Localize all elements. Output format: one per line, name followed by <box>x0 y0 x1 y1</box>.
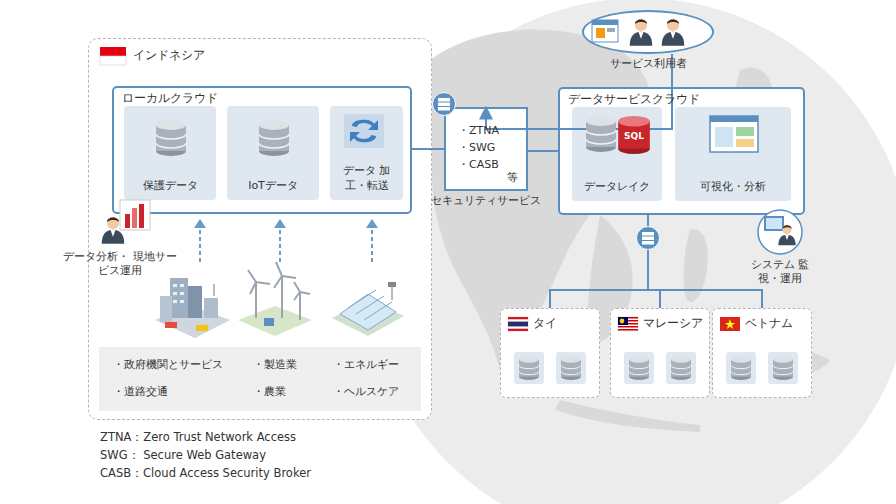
connector <box>412 148 444 150</box>
cloud-heading: データサービスクラウド <box>568 92 700 107</box>
industry-item: ・農業 <box>253 385 333 399</box>
data-label: データレイク <box>584 180 650 194</box>
service-item: ・CASB <box>458 156 518 173</box>
connector <box>528 150 558 152</box>
abbreviation-note: CASB：Cloud Access Security Broker <box>100 466 311 481</box>
service-item: ・SWG <box>458 139 518 156</box>
data-label: 保護データ <box>143 179 198 193</box>
industry-item: ・ヘルスケア <box>333 385 407 399</box>
connector <box>648 215 762 308</box>
abbreviation-note: ZTNA：Zero Trust Network Access <box>100 430 296 445</box>
data-label: IoTデータ <box>248 179 298 193</box>
icon-label: SQL <box>619 131 649 141</box>
connector <box>550 215 648 308</box>
process-label: データ 加工・転送 <box>333 164 400 193</box>
industry-item: ・政府機関とサービス <box>113 358 253 372</box>
industry-item: ・道路交通 <box>113 385 253 399</box>
country-name: マレーシア <box>643 316 703 332</box>
role-label: データ分析・ 現地サービス運用 <box>62 250 178 278</box>
role-label: システム 監視・運用 <box>740 258 820 286</box>
industry-box: ・政府機関とサービス・製造業・エネルギー・道路交通・農業・ヘルスケア <box>99 347 421 411</box>
analysis-label: 可視化・分析 <box>700 180 766 194</box>
country-name: ベトナム <box>745 316 793 332</box>
abbreviation-note: SWG： Secure Web Gateway <box>100 448 266 463</box>
region-heading: インドネシア <box>133 48 205 64</box>
service-item: ・ZTNA <box>458 122 518 139</box>
user-label: サービス利用者 <box>610 57 687 71</box>
country-name: タイ <box>533 316 557 332</box>
industry-item: ・エネルギー <box>333 358 407 372</box>
cloud-heading: ローカルクラウド <box>122 91 218 106</box>
security-heading: セキュリティサービス <box>431 194 541 208</box>
service-item: 等 <box>458 171 518 185</box>
industry-item: ・製造業 <box>253 358 333 372</box>
